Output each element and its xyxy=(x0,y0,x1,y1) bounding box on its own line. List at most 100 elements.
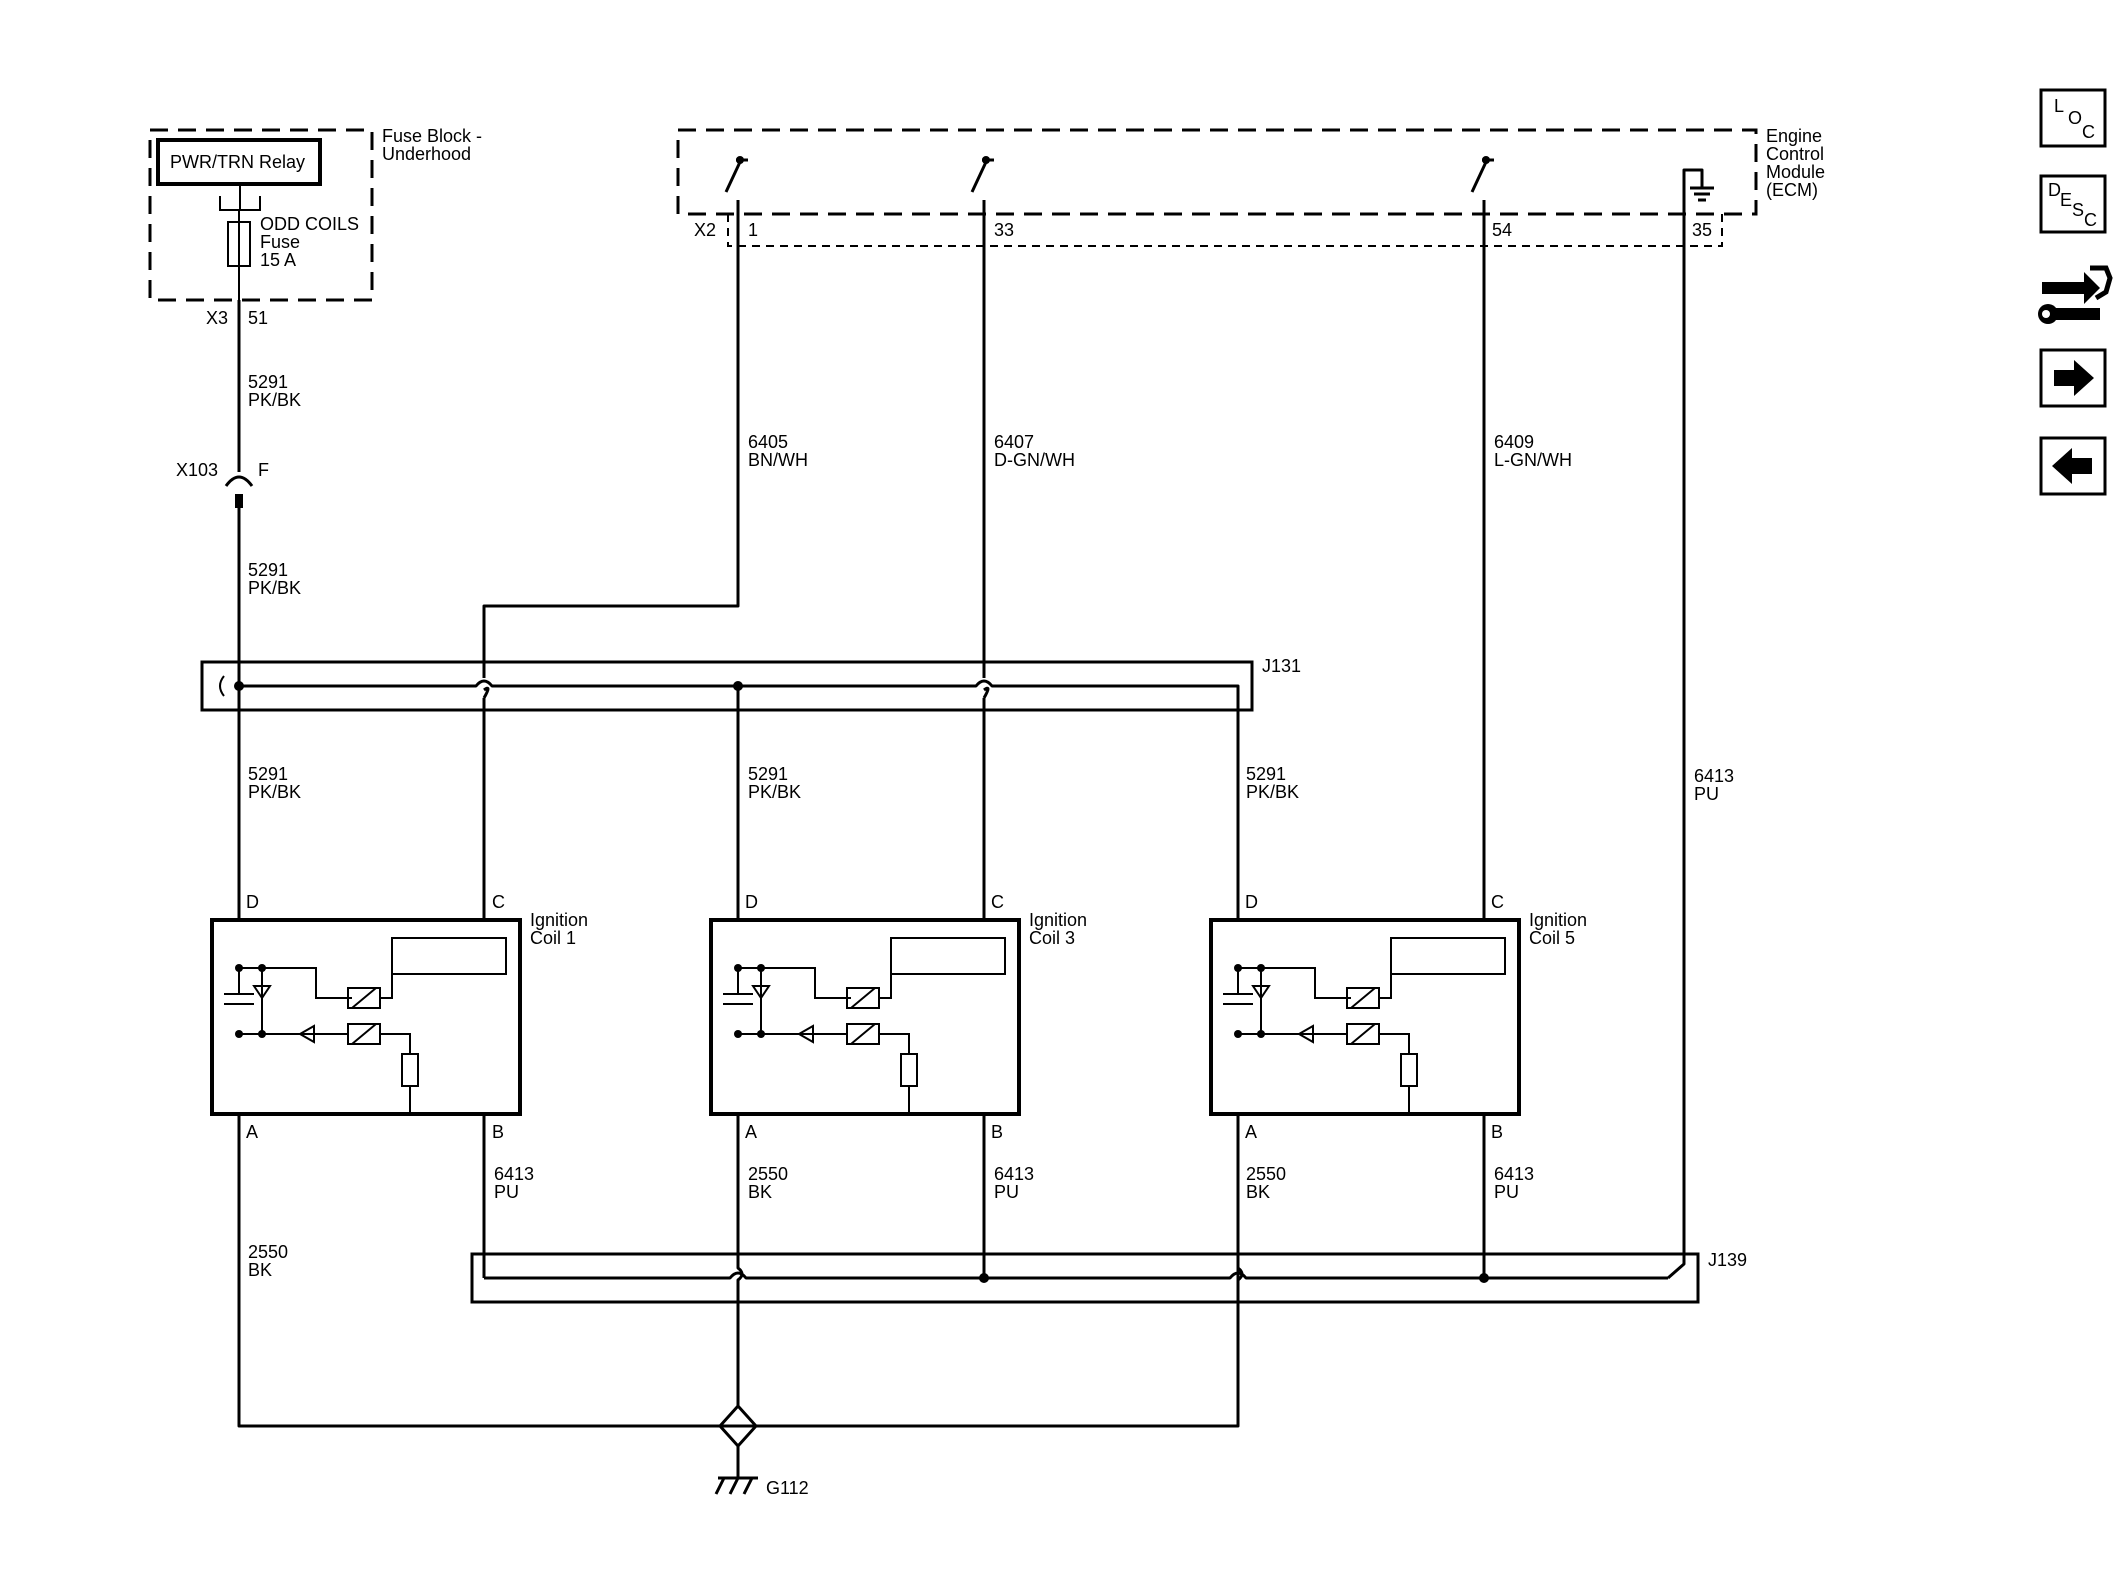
splice-j139-node-2 xyxy=(1479,1273,1489,1283)
coil-3-switch-diag xyxy=(850,987,876,1045)
ecm-driver-switch-33 xyxy=(970,156,994,214)
wire-5291-num-c: 5291 xyxy=(748,764,788,784)
splice-j139: J139 xyxy=(470,1250,1747,1304)
coil-3-resistor xyxy=(900,1053,918,1087)
ignition-coil-1: Ignition Coil 1 D C A B xyxy=(210,892,588,1142)
ecm-pin-54: 54 xyxy=(1492,220,1512,240)
desc-icon-s: S xyxy=(2072,200,2084,220)
ecm-ground-symbol xyxy=(1682,168,1714,214)
coil-1-pin-b: B xyxy=(492,1122,504,1142)
coil-1-trace-a xyxy=(239,967,393,999)
loc-icon[interactable]: L O C xyxy=(2039,88,2107,148)
coil-3-pin-c: C xyxy=(991,892,1004,912)
coil-1-pin-a: A xyxy=(246,1122,258,1142)
coil-1-pin-d: D xyxy=(246,892,259,912)
connector-x103-male xyxy=(235,494,243,508)
desc-icon[interactable]: D E S C xyxy=(2039,174,2107,234)
wire-5291-num-a: 5291 xyxy=(248,372,288,392)
wire-5291-color-a: PK/BK xyxy=(248,390,301,410)
ecm-connector: X2 xyxy=(694,220,716,240)
arrow-right-icon[interactable] xyxy=(2039,348,2107,408)
wire-5291-color-c: PK/BK xyxy=(748,782,801,802)
fuse-rating: 15 A xyxy=(260,250,296,270)
ground-symbol xyxy=(714,1476,758,1495)
coil-1-switch-diag xyxy=(351,987,377,1045)
connector-x103-female xyxy=(224,475,254,487)
splice-j131-node-1 xyxy=(234,681,244,691)
ecm-title-4: (ECM) xyxy=(1766,180,1818,200)
engine-control-module: Engine Control Module (ECM) X2 1 33 54 3… xyxy=(676,126,1825,247)
coil-5-module xyxy=(1390,937,1506,975)
wire-6413-color-c: PU xyxy=(1494,1182,1519,1202)
fuse-block-title-1: Fuse Block - xyxy=(382,126,482,146)
ecm-outline xyxy=(676,128,1758,216)
ground-g112: G112 xyxy=(714,1404,809,1498)
desc-icon-d: D xyxy=(2048,180,2061,200)
fuse-type: Fuse xyxy=(260,232,300,252)
coil-5-trace-b xyxy=(1238,1033,1410,1054)
wire-2550-center xyxy=(736,1114,744,1406)
ground-label: G112 xyxy=(766,1478,809,1498)
wire-6409-num: 6409 xyxy=(1494,432,1534,452)
loc-icon-c: C xyxy=(2082,122,2095,142)
fuse-name: ODD COILS xyxy=(260,214,359,234)
coil-1-trace-b xyxy=(239,1033,411,1054)
wire-6413-color-a: PU xyxy=(494,1182,519,1202)
coil-5-diode xyxy=(1296,1024,1314,1044)
coil-5-pin-b: B xyxy=(1491,1122,1503,1142)
coil-5-resistor xyxy=(1400,1053,1418,1087)
splice-j139-bus xyxy=(484,1271,1668,1280)
coil-3-pin-a: A xyxy=(745,1122,757,1142)
wire-5291-color-d: PK/BK xyxy=(1246,782,1299,802)
ignition-coil-5: Ignition Coil 5 D C A B xyxy=(1209,892,1587,1142)
wire-6407-color: D-GN/WH xyxy=(994,450,1075,470)
fuse-block-pin: 51 xyxy=(248,308,268,328)
coil-1-name-1: Ignition xyxy=(530,910,588,930)
coil-3-pin-d: D xyxy=(745,892,758,912)
desc-icon-e: E xyxy=(2060,190,2072,210)
ecm-title-3: Module xyxy=(1766,162,1825,182)
wires: X103 F 5291 PK/BK 5291 PK/BK 6405 BN/WH … xyxy=(176,214,1734,1428)
coil-3-name-2: Coil 3 xyxy=(1029,928,1075,948)
wire-5291-num-b: 5291 xyxy=(248,560,288,580)
wire-6413-color-b: PU xyxy=(994,1182,1019,1202)
splice-j139-node-1 xyxy=(979,1273,989,1283)
splice-j139-outline xyxy=(470,1252,1700,1304)
coil-5-body xyxy=(1209,918,1521,1116)
ecm-title-2: Control xyxy=(1766,144,1824,164)
coil-3-diode xyxy=(796,1024,814,1044)
connector-wrench-icon[interactable] xyxy=(2038,265,2113,324)
arrow-left-icon[interactable] xyxy=(2039,436,2107,496)
loc-icon-o: O xyxy=(2068,108,2082,128)
fuse-block-connector: X3 xyxy=(206,308,228,328)
wire-5291-color-b: PK/BK xyxy=(248,578,301,598)
wire-6413-num-ecm: 6413 xyxy=(1694,766,1734,786)
coil-5-trace-a xyxy=(1238,967,1392,999)
coil-3-body xyxy=(709,918,1021,1116)
wire-2550-color-b: BK xyxy=(748,1182,772,1202)
coil-1-resistor xyxy=(401,1053,419,1087)
splice-j131-label: J131 xyxy=(1262,656,1301,676)
coil-1-capacitor-diode xyxy=(224,968,272,1034)
ecm-driver-switch-1 xyxy=(724,156,748,214)
wire-2550-outer xyxy=(237,1114,1240,1428)
wire-6409-color: L-GN/WH xyxy=(1494,450,1572,470)
wire-6407-hop xyxy=(982,686,990,699)
splice-j131-end xyxy=(219,675,225,697)
coil-1-diode xyxy=(297,1024,315,1044)
coil-3-pin-b: B xyxy=(991,1122,1003,1142)
wire-2550-num-b: 2550 xyxy=(748,1164,788,1184)
splice-j131: J131 xyxy=(200,656,1301,712)
desc-icon-c: C xyxy=(2084,210,2097,230)
wire-6413-ecm xyxy=(1667,214,1686,1280)
coil-3-name-1: Ignition xyxy=(1029,910,1087,930)
relay-label: PWR/TRN Relay xyxy=(170,152,305,172)
wire-5291-num-e: 5291 xyxy=(248,764,288,784)
wire-2550-num-a: 2550 xyxy=(248,1242,288,1262)
wire-6405-num: 6405 xyxy=(748,432,788,452)
x103-label: X103 xyxy=(176,460,218,480)
wire-6407-num: 6407 xyxy=(994,432,1034,452)
coil-5-capacitor-diode xyxy=(1223,968,1271,1034)
coil-3-switch-a xyxy=(846,987,880,1009)
